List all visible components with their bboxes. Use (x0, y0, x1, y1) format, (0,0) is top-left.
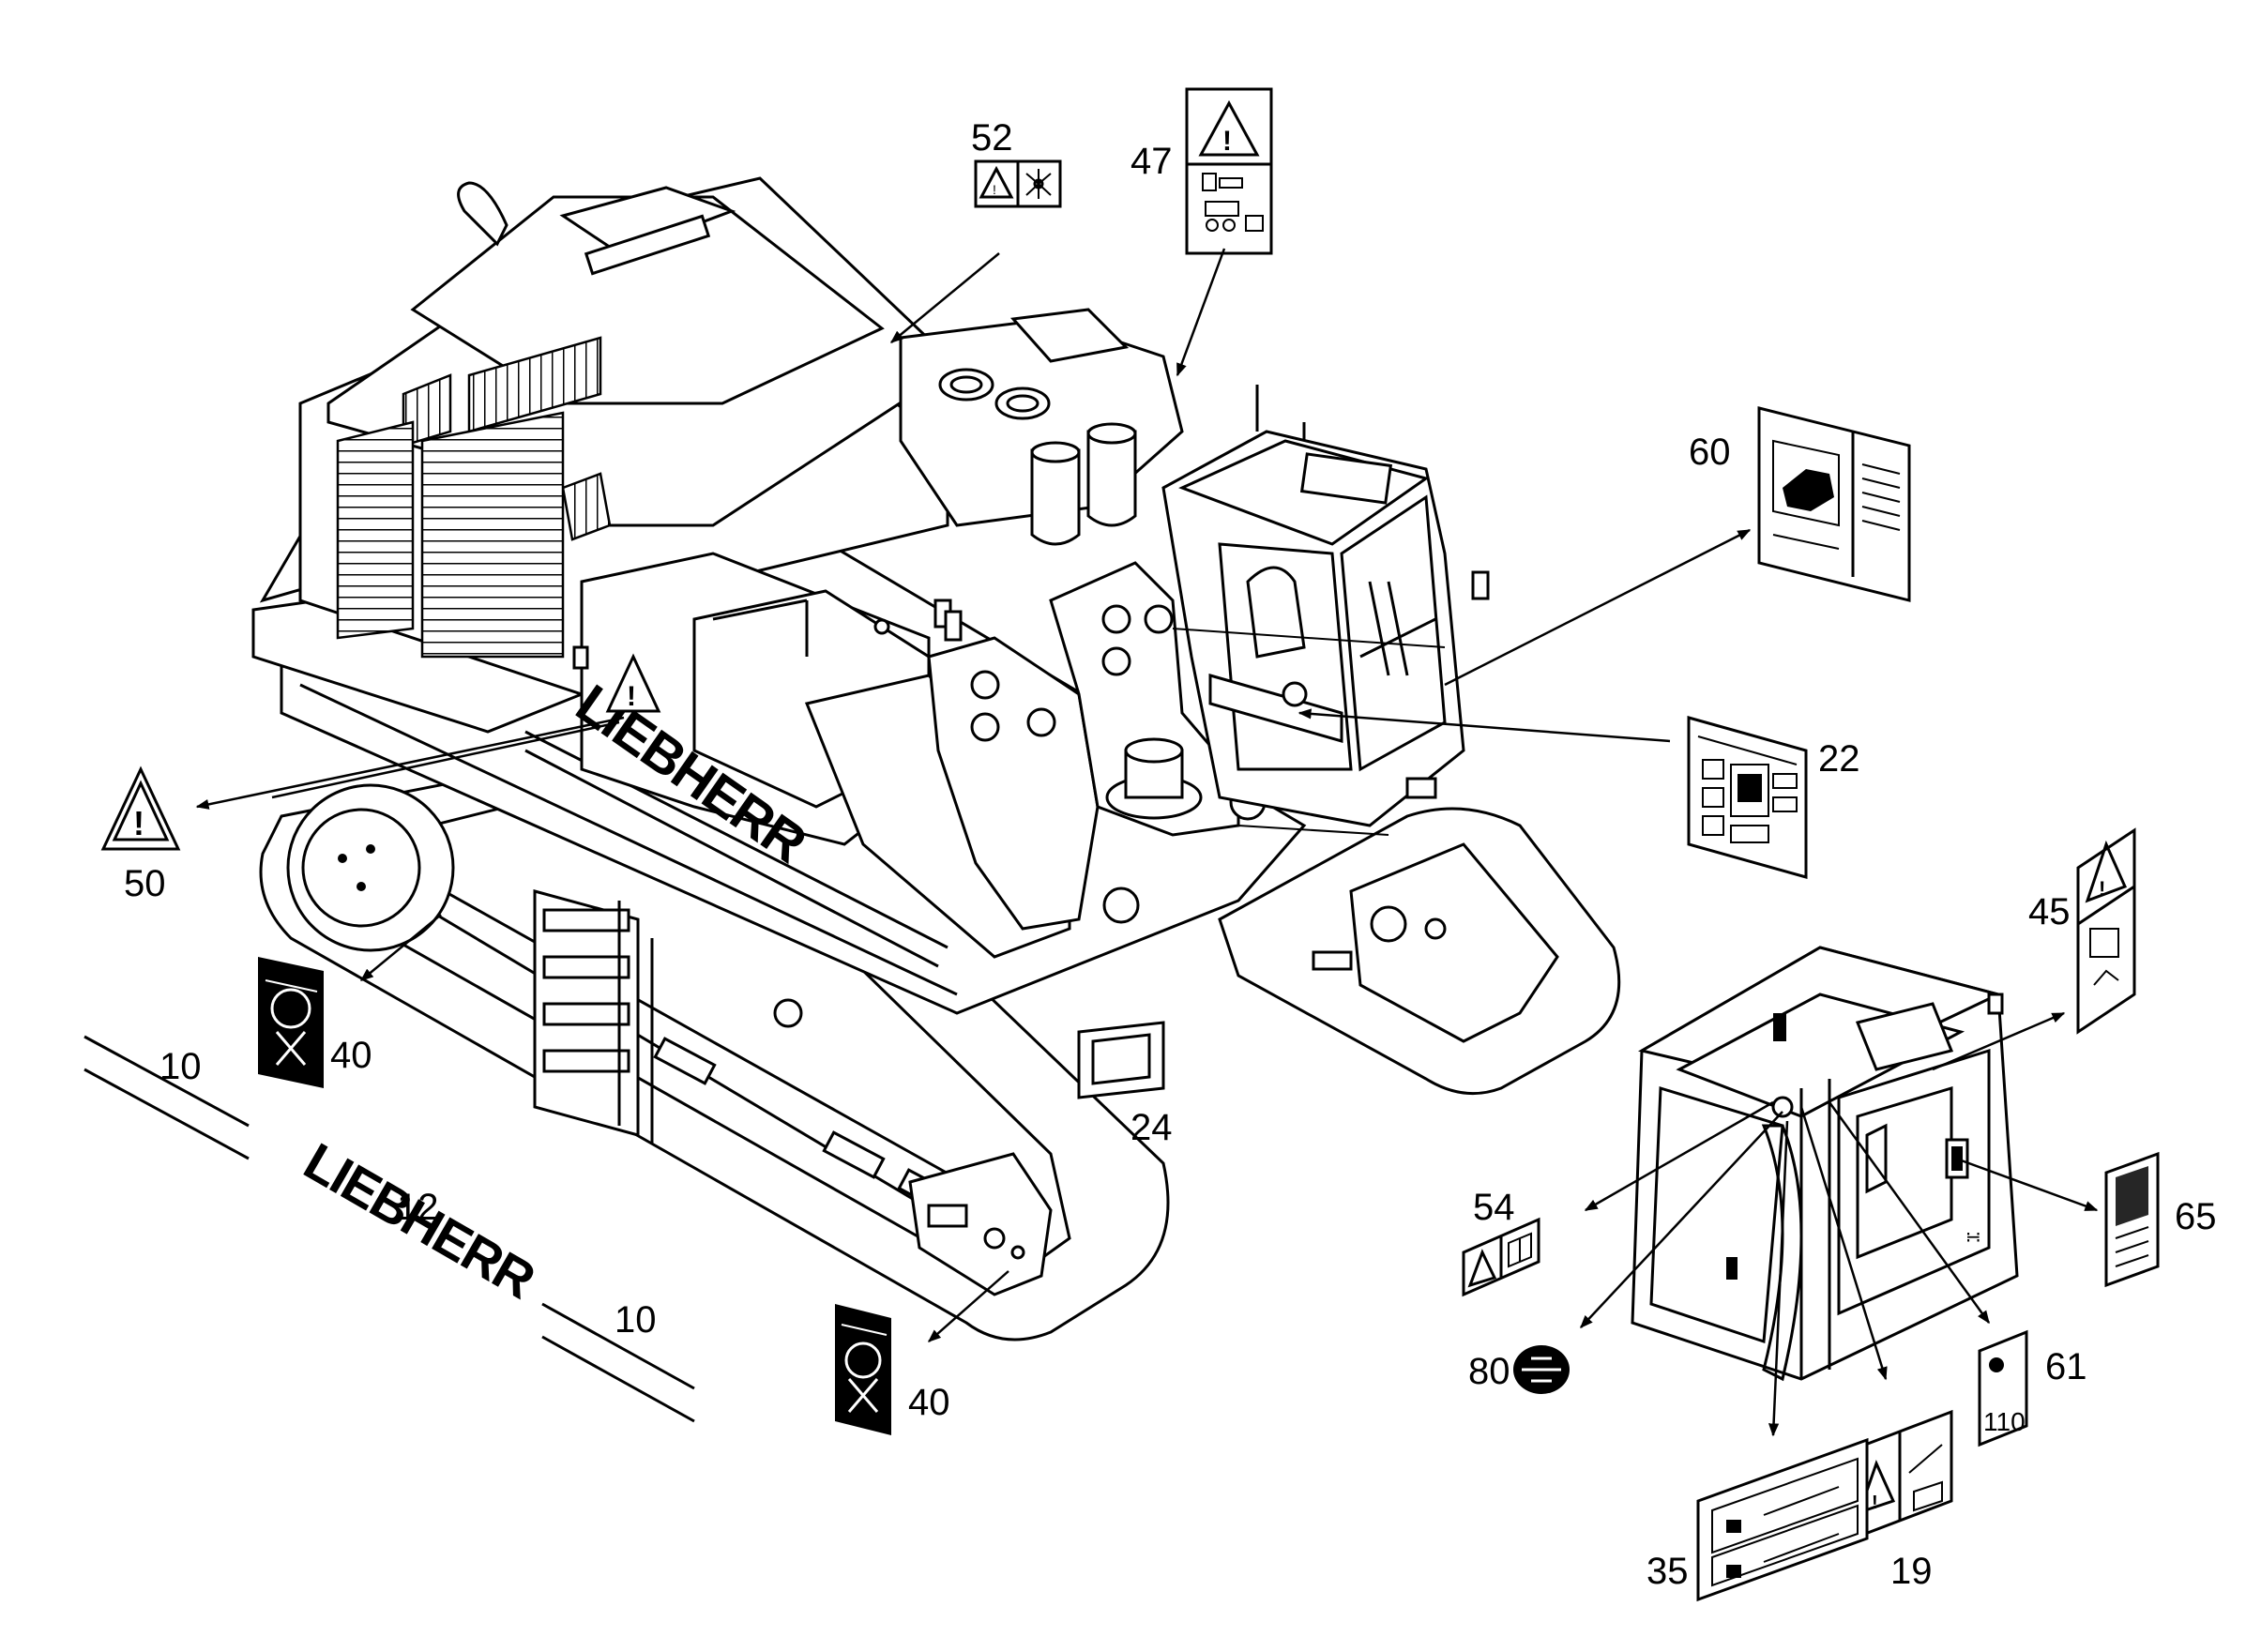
decal-80-round-badge (1513, 1345, 1570, 1394)
decal-54-warning-manual (1462, 1217, 1540, 1297)
decal-10-stripe-left (83, 1035, 250, 1160)
decal-24-plate (1077, 1021, 1165, 1099)
excavator-machine: LIEBHERR (251, 176, 1621, 1341)
boom-foot (927, 561, 1267, 931)
operator-cab-on-machine (1161, 385, 1490, 827)
svg-text:∺: ∺ (1965, 1227, 1981, 1248)
svg-text:!: ! (133, 804, 144, 842)
part-label-65: 65 (2175, 1196, 2217, 1237)
decal-10-stripe-right (541, 1302, 695, 1423)
decal-60-instruction-panel (1757, 406, 1911, 602)
decal-65-plate (2104, 1151, 2160, 1288)
svg-text:!: ! (627, 681, 636, 712)
decal-50-warning-triangle: ! (100, 765, 181, 851)
decal-35-instruction-panel (1696, 1437, 1869, 1602)
part-label-40-right: 40 (908, 1382, 950, 1423)
machine-warning-triangle: ! (605, 653, 661, 713)
part-label-35: 35 (1646, 1551, 1689, 1592)
part-label-54: 54 (1473, 1187, 1515, 1228)
decal-45-warning-panel: ! (2076, 827, 2136, 1035)
part-label-60: 60 (1689, 432, 1731, 473)
part-labels: 10 10 12 19 22 24 35 40 40 45 47 50 52 5… (124, 117, 2217, 1592)
decal-40-right (835, 1304, 891, 1435)
part-label-80: 80 (1468, 1351, 1510, 1392)
operator-cab-exploded: ∺ (1631, 946, 2019, 1382)
part-label-22: 22 (1818, 738, 1860, 780)
part-label-40-left: 40 (330, 1035, 372, 1076)
part-label-50: 50 (124, 863, 166, 904)
svg-text:!: ! (1872, 1493, 1878, 1513)
leader-lines (195, 248, 2099, 1437)
decal-47-warning-panel: ! (1185, 87, 1273, 255)
part-label-12: 12 (397, 1187, 439, 1228)
svg-text:!: ! (2099, 877, 2105, 901)
right-crawler-track (1218, 807, 1621, 1096)
decal-61-plate: 110 (1978, 1329, 2028, 1447)
decal-40-left (258, 957, 324, 1088)
part-label-45: 45 (2028, 891, 2071, 932)
part-label-52: 52 (971, 117, 1013, 159)
side-cabinet (572, 552, 1071, 959)
access-ladder (533, 889, 654, 1144)
engine-housing (298, 176, 960, 696)
decal-52-fan-warning: ! (974, 159, 1062, 208)
part-label-10-right: 10 (615, 1299, 657, 1341)
part-label-24: 24 (1130, 1107, 1173, 1148)
part-label-61: 61 (2045, 1346, 2087, 1387)
decal-61-text: 110 (1983, 1407, 2026, 1436)
part-label-47: 47 (1130, 141, 1173, 182)
part-label-19: 19 (1890, 1551, 1933, 1592)
decal-22-controls-chart (1687, 716, 1808, 879)
svg-text:!: ! (1222, 126, 1232, 157)
svg-text:!: ! (993, 182, 996, 197)
left-crawler-track (259, 730, 1170, 1341)
part-label-10-left: 10 (159, 1046, 202, 1087)
upper-deck (899, 308, 1184, 546)
